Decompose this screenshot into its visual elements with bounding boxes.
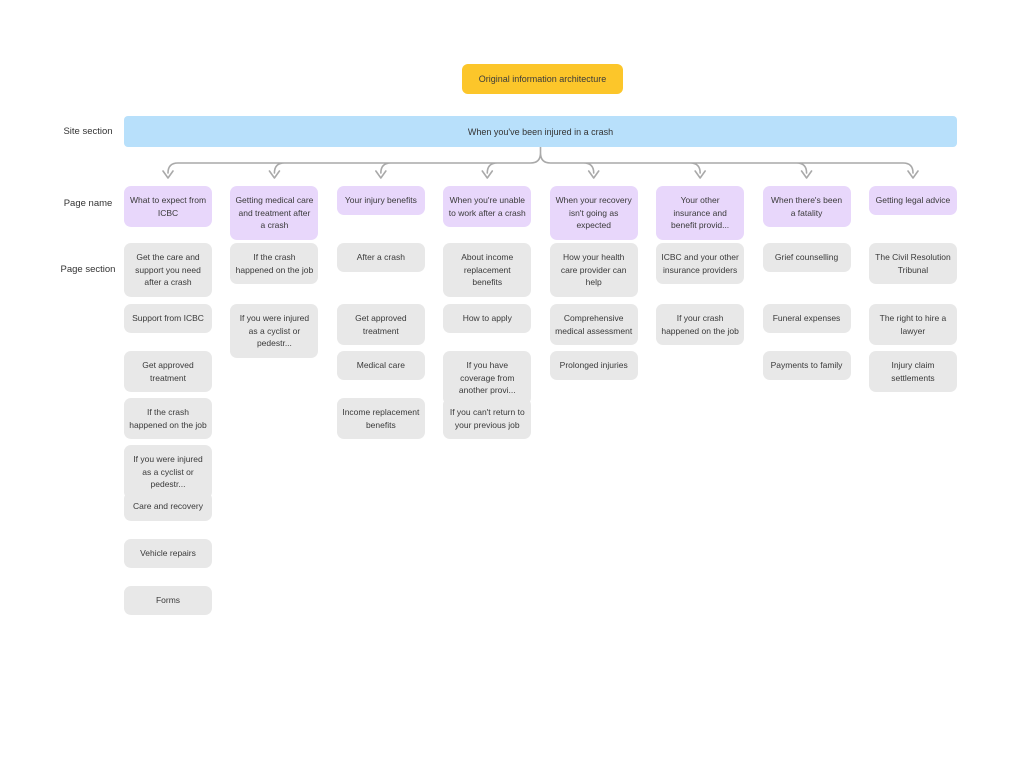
page-section-node[interactable]: Get approved treatment xyxy=(336,304,425,345)
page-name-slot: Getting legal advice xyxy=(868,186,957,243)
page-name-slot: When your recovery isn't going as expect… xyxy=(549,186,638,243)
page-section-node[interactable]: About income replacement benefits xyxy=(443,243,532,297)
page-section-node[interactable]: Get the care and support you need after … xyxy=(124,243,212,297)
page-section-node[interactable]: If you have coverage from another provi.… xyxy=(443,351,532,405)
page-section-slot: If the crash happened on the job xyxy=(124,398,212,445)
page-section-node[interactable]: Injury claim settlements xyxy=(868,351,957,392)
page-section-slot: Comprehensive medical assessment xyxy=(549,304,638,351)
page-section-slot: If you were injured as a cyclist or pede… xyxy=(124,445,212,499)
page-section-node[interactable]: Prolonged injuries xyxy=(549,351,638,380)
row-label-page-name: Page name xyxy=(63,198,113,209)
page-section-node[interactable]: How your health care provider can help xyxy=(549,243,638,297)
page-section-node[interactable]: Support from ICBC xyxy=(124,304,212,333)
ia-column: Your other insurance and benefit provid.… xyxy=(656,186,745,633)
columns-container: What to expect from ICBC Get the care and… xyxy=(124,186,957,633)
site-section-node[interactable]: When you've been injured in a crash xyxy=(124,116,957,147)
page-section-node[interactable]: Get approved treatment xyxy=(124,351,212,392)
page-section-node[interactable]: The Civil Resolution Tribunal xyxy=(868,243,957,284)
page-name-node[interactable]: Your other insurance and benefit provid.… xyxy=(656,186,745,240)
page-section-slot: Support from ICBC xyxy=(124,304,212,351)
page-section-slot: Prolonged injuries xyxy=(549,351,638,398)
ia-column: What to expect from ICBC Get the care and… xyxy=(124,186,212,633)
page-section-slot: Injury claim settlements xyxy=(868,351,957,398)
page-section-node[interactable]: Comprehensive medical assessment xyxy=(549,304,638,345)
page-section-node[interactable]: ICBC and your other insurance providers xyxy=(656,243,745,284)
page-name-slot: What to expect from ICBC xyxy=(124,186,212,243)
page-section-slot: ICBC and your other insurance providers xyxy=(656,243,745,304)
page-section-node[interactable]: If the crash happened on the job xyxy=(124,398,212,439)
page-section-node[interactable]: If you were injured as a cyclist or pede… xyxy=(124,445,212,499)
page-section-slot: If you have coverage from another provi.… xyxy=(443,351,532,405)
page-section-slot: After a crash xyxy=(336,243,425,304)
page-section-node[interactable]: Vehicle repairs xyxy=(124,539,212,568)
page-name-slot: Your injury benefits xyxy=(336,186,425,243)
page-section-slot: How your health care provider can help xyxy=(549,243,638,304)
page-section-slot: If you were injured as a cyclist or pede… xyxy=(230,304,319,358)
ia-column: When you're unable to work after a crash… xyxy=(443,186,532,633)
page-section-node[interactable]: Care and recovery xyxy=(124,492,212,521)
page-section-slot: Vehicle repairs xyxy=(124,539,212,586)
page-section-node[interactable]: If you can't return to your previous job xyxy=(443,398,532,439)
page-section-slot: The right to hire a lawyer xyxy=(868,304,957,351)
page-section-slot: Forms xyxy=(124,586,212,633)
page-name-slot: Getting medical care and treatment after… xyxy=(230,186,319,243)
page-section-slot: If you can't return to your previous job xyxy=(443,398,532,445)
ia-column: When your recovery isn't going as expect… xyxy=(549,186,638,633)
page-section-node[interactable]: Funeral expenses xyxy=(762,304,851,333)
page-section-node[interactable]: Income replacement benefits xyxy=(336,398,425,439)
page-section-slot: How to apply xyxy=(443,304,532,351)
page-section-node[interactable]: If you were injured as a cyclist or pede… xyxy=(230,304,319,358)
page-section-node[interactable]: Forms xyxy=(124,586,212,615)
page-section-node[interactable]: How to apply xyxy=(443,304,532,333)
page-section-slot: About income replacement benefits xyxy=(443,243,532,304)
row-label-page-section: Page section xyxy=(60,264,116,275)
page-section-node[interactable]: Grief counselling xyxy=(762,243,851,272)
page-section-slot: Get the care and support you need after … xyxy=(124,243,212,304)
page-section-slot: If your crash happened on the job xyxy=(656,304,745,351)
page-name-slot: Your other insurance and benefit provid.… xyxy=(656,186,745,243)
page-name-node[interactable]: What to expect from ICBC xyxy=(124,186,212,227)
page-section-node[interactable]: If your crash happened on the job xyxy=(656,304,745,345)
page-name-node[interactable]: Your injury benefits xyxy=(336,186,425,215)
page-section-node[interactable]: Medical care xyxy=(336,351,425,380)
page-name-node[interactable]: Getting medical care and treatment after… xyxy=(230,186,319,240)
page-section-slot: Grief counselling xyxy=(762,243,851,304)
page-section-node[interactable]: The right to hire a lawyer xyxy=(868,304,957,345)
page-section-slot: If the crash happened on the job xyxy=(230,243,319,304)
page-section-node[interactable]: Payments to family xyxy=(762,351,851,380)
page-section-slot: Payments to family xyxy=(762,351,851,398)
diagram-title-node[interactable]: Original information architecture xyxy=(462,64,623,94)
page-name-node[interactable]: When you're unable to work after a crash xyxy=(443,186,532,227)
page-name-node[interactable]: When your recovery isn't going as expect… xyxy=(549,186,638,240)
page-section-slot: Care and recovery xyxy=(124,492,212,539)
page-section-node[interactable]: If the crash happened on the job xyxy=(230,243,319,284)
page-section-node[interactable]: After a crash xyxy=(336,243,425,272)
page-name-slot: When there's been a fatality xyxy=(762,186,851,243)
page-section-slot: Income replacement benefits xyxy=(336,398,425,445)
page-name-slot: When you're unable to work after a crash xyxy=(443,186,532,243)
row-label-site-section: Site section xyxy=(63,126,113,137)
ia-column: Getting medical care and treatment after… xyxy=(230,186,319,633)
page-name-node[interactable]: When there's been a fatality xyxy=(762,186,851,227)
page-section-slot: Funeral expenses xyxy=(762,304,851,351)
page-section-slot: Medical care xyxy=(336,351,425,398)
connector-arrows-icon xyxy=(162,147,919,179)
page-section-slot: Get approved treatment xyxy=(124,351,212,398)
page-section-slot: Get approved treatment xyxy=(336,304,425,351)
page-name-node[interactable]: Getting legal advice xyxy=(868,186,957,215)
page-section-slot: The Civil Resolution Tribunal xyxy=(868,243,957,304)
